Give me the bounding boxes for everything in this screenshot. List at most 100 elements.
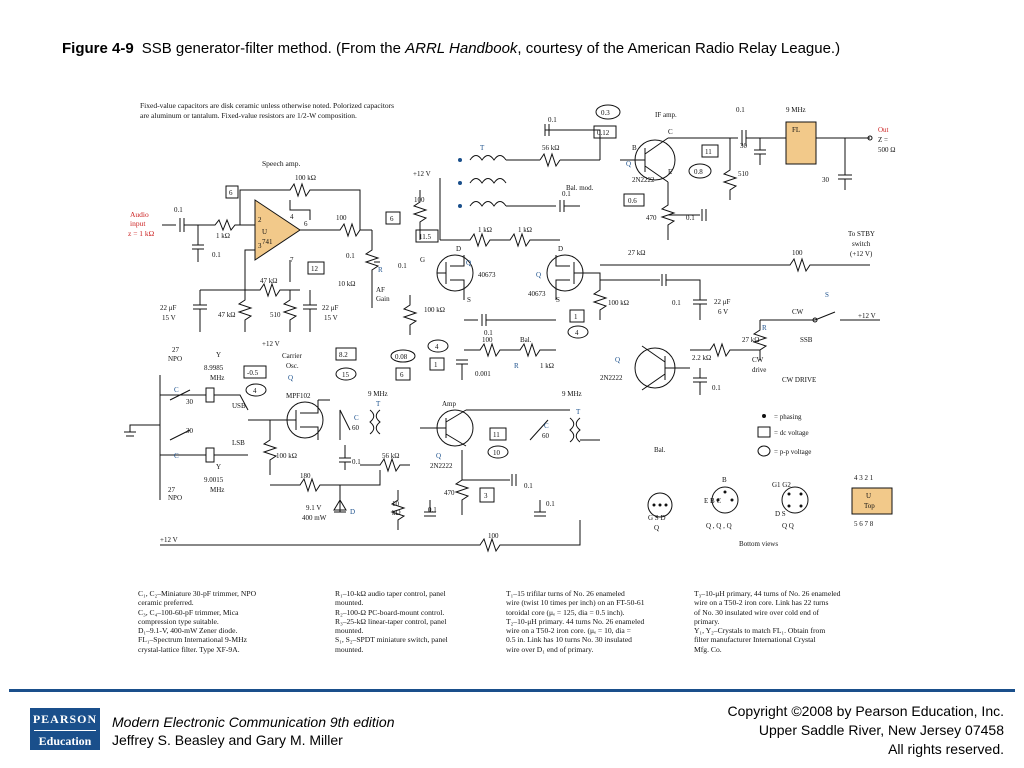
bias-r47k	[244, 249, 300, 298]
notes-column-3: T₁–15 trifilar turns of No. 26 enameled …	[506, 589, 645, 654]
tp-box-6a	[225, 185, 239, 199]
label-q4: Q	[615, 356, 620, 364]
svg-text:11: 11	[493, 431, 500, 439]
svg-text:-0.5: -0.5	[247, 369, 259, 377]
q2-cap-network	[600, 274, 707, 320]
tp-box-6b	[385, 211, 401, 225]
label-audio-input: Audio	[130, 210, 149, 219]
label-c001-q4: 0.1	[712, 384, 721, 392]
label-r100-bal2: 100	[482, 336, 493, 344]
tp-box-0-6	[623, 193, 645, 207]
label-2n2222-a: 2N2222	[632, 176, 655, 184]
label-top: Top	[864, 502, 875, 510]
label-c001-if: 0.1	[548, 116, 557, 124]
label-q6: Q	[436, 452, 441, 460]
label-plus12-c: (+12 V)	[850, 250, 873, 258]
label-u1-pins-bot: 5 6 7 8	[854, 520, 874, 528]
label-c30-b: 30	[822, 176, 830, 184]
t3-cap	[534, 500, 546, 517]
label-u1-pins-top: 4 3 2 1	[854, 474, 874, 482]
c-0001	[456, 359, 468, 380]
label-741: 741	[262, 238, 273, 246]
label-r180: 180	[300, 472, 311, 480]
tp-box-11-amp	[489, 427, 507, 441]
label-r3: R	[762, 324, 767, 332]
footer-divider	[9, 689, 1015, 692]
tp-box-neg05	[243, 365, 267, 379]
ssb-schematic: Fixed-value capacitors are disk ceramic …	[124, 101, 895, 553]
label-r1k-bal: 1 kΩ	[540, 362, 554, 370]
svg-text:7: 7	[290, 256, 294, 264]
svg-text:B: B	[722, 476, 727, 484]
label-to-stby: To STBY	[848, 230, 875, 238]
label-r2-2k: 2.2 kΩ	[692, 354, 711, 362]
label-outz: Z =	[878, 136, 888, 144]
label-plus12-a: +12 V	[262, 340, 280, 348]
svg-text:11: 11	[705, 148, 712, 156]
svg-text:4: 4	[253, 387, 257, 395]
label-c001-amp: 0.1	[524, 482, 533, 490]
svg-text:11.5: 11.5	[419, 233, 431, 241]
label-c15v-2: 15 V	[324, 314, 338, 322]
label-r47k: 47 kΩ	[260, 277, 277, 285]
label-c01-src: 0.1	[484, 329, 493, 337]
svg-text:S: S	[467, 296, 471, 304]
pinout-q246	[711, 486, 739, 514]
phasing-dot-2	[458, 181, 462, 185]
label-zener: 9.1 V	[306, 504, 321, 512]
pinout-u1	[851, 487, 893, 515]
q5-leads	[270, 400, 319, 440]
label-u1-top: U	[866, 492, 871, 500]
label-y2: Y	[216, 463, 221, 471]
label-bottom-views: Bottom views	[739, 540, 778, 548]
tp-oval-0-3	[595, 104, 621, 120]
book-authors: Jeffrey S. Beasley and Gary M. Miller	[112, 732, 343, 748]
q6-emitter-r	[454, 450, 470, 515]
q4-leads	[641, 345, 690, 391]
label-c60-b: 60	[542, 432, 550, 440]
pinout-q5	[647, 492, 673, 518]
label-g1g2: G1 G2	[772, 481, 791, 489]
label-r100k-q1: 100 kΩ	[424, 306, 445, 314]
svg-text:0.6: 0.6	[628, 197, 637, 205]
label-af: AF	[376, 286, 385, 294]
osc-ground	[124, 375, 161, 500]
svg-text:0.12: 0.12	[597, 129, 610, 137]
caption-italic: ARRL Handbook	[405, 40, 518, 57]
label-osc: Osc.	[286, 362, 299, 370]
label-2n2222-b: 2N2222	[430, 462, 453, 470]
tp-oval-4c	[245, 383, 267, 397]
svg-text:0.3: 0.3	[601, 109, 610, 117]
label-r2: R	[514, 362, 519, 370]
label-c22u-q2: 22 μF	[714, 298, 731, 306]
r10k-amp	[390, 490, 406, 530]
q5-gate-r	[262, 420, 278, 475]
label-r100: 100	[336, 214, 347, 222]
label-r100k-osc: 100 kΩ	[276, 452, 297, 460]
label-r100k: 100 kΩ	[295, 174, 316, 182]
svg-text:2: 2	[258, 216, 262, 224]
tp-box-0-12	[593, 125, 617, 139]
t1-windings	[469, 155, 507, 207]
notes-column-2: R₁–10-kΩ audio taper control, panel moun…	[335, 589, 448, 654]
label-c22u-2: 22 μF	[322, 304, 339, 312]
zener-cap	[424, 500, 436, 517]
label-c01-gnd: 0.1	[212, 251, 221, 259]
input-cap-to-ground	[192, 225, 204, 262]
svg-text:10: 10	[493, 449, 501, 457]
trimmer-caps	[169, 389, 191, 441]
label-ds: D S	[775, 510, 786, 518]
label-if-amp: IF amp.	[655, 111, 677, 119]
label-r100-stby: 100	[792, 249, 803, 257]
label-9mhz-fl: 9 MHz	[786, 106, 806, 114]
svg-text:3: 3	[258, 242, 262, 250]
svg-text:12: 12	[311, 265, 319, 273]
label-amp: Amp	[442, 400, 457, 408]
input-path	[162, 218, 255, 232]
pinout-q12	[781, 486, 809, 514]
legend-pp: = p-p voltage	[774, 448, 811, 456]
label-r10k: 10 kΩ	[338, 280, 355, 288]
label-r1k-b: 1 kΩ	[518, 226, 532, 234]
label-r100k-q2: 100 kΩ	[608, 299, 629, 307]
